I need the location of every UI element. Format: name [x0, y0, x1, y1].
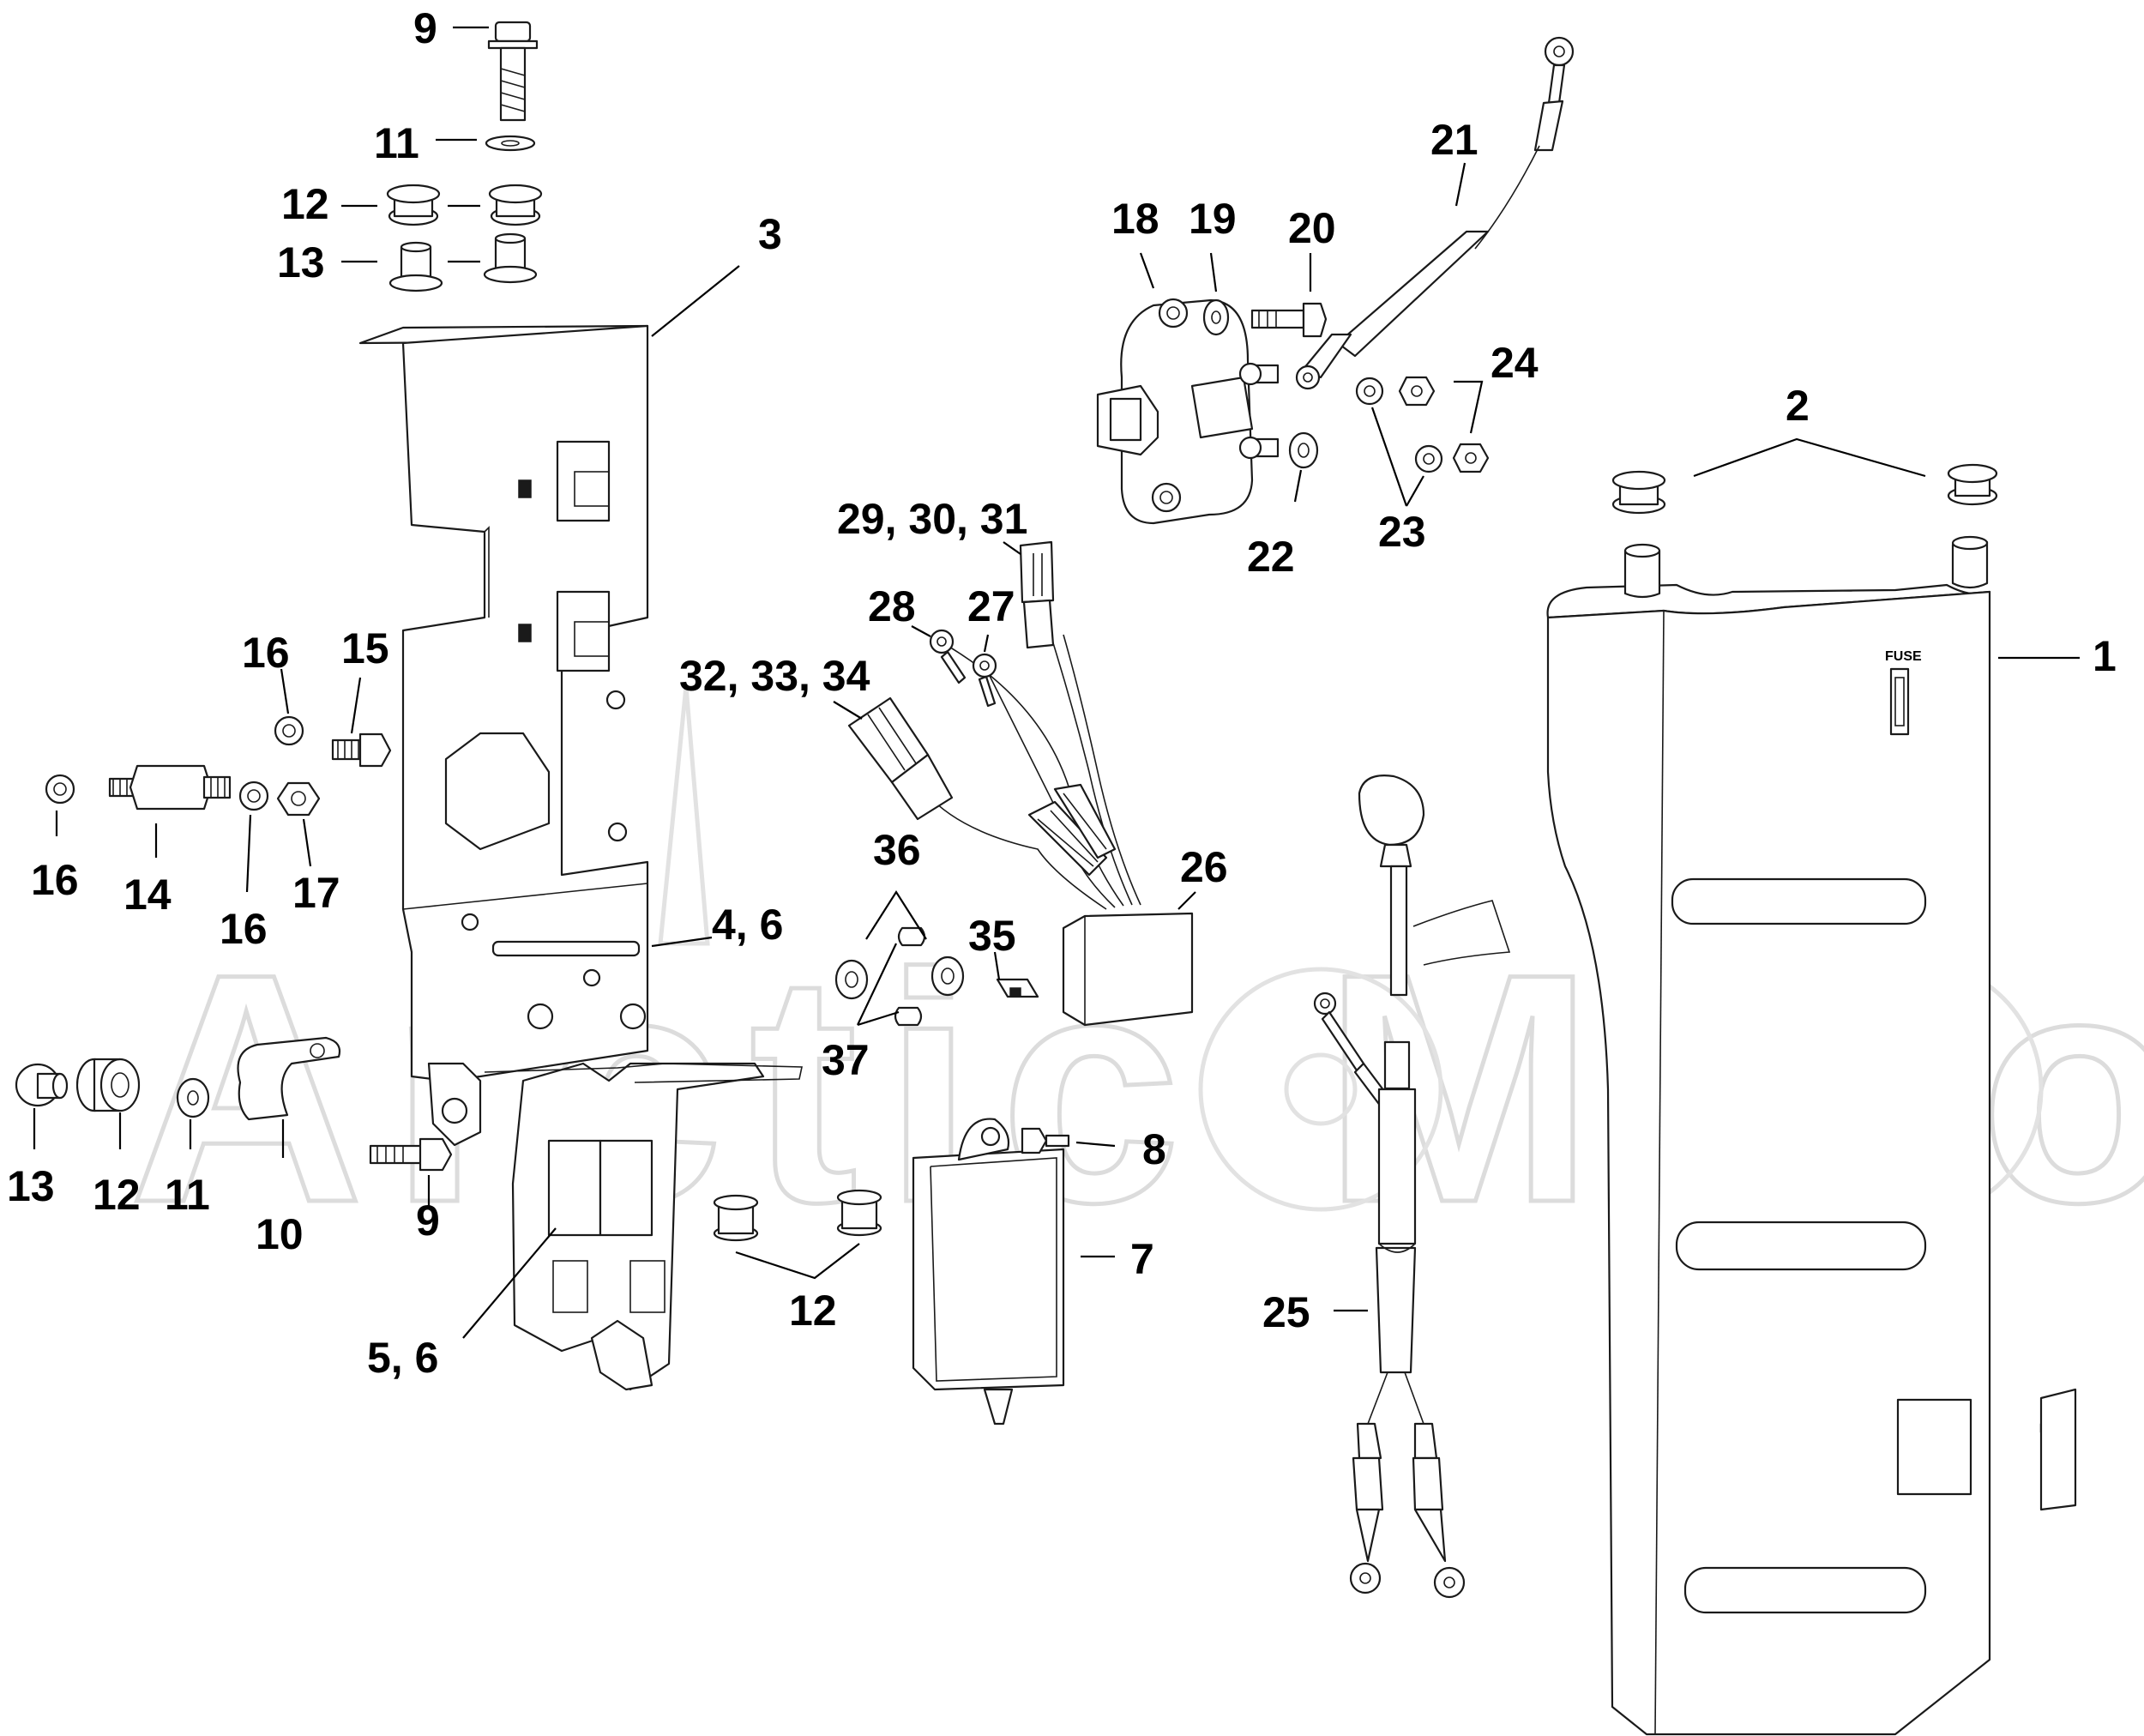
grommet-12-left — [75, 1058, 141, 1112]
callout-28: 28 — [868, 582, 916, 630]
bolt-20 — [1250, 302, 1328, 338]
grommet-2-left — [1611, 470, 1666, 515]
grommet-36-left — [834, 959, 869, 1000]
ring-terminal-27 — [972, 653, 997, 708]
callout-21: 21 — [1430, 116, 1479, 164]
callout-3: 3 — [758, 210, 782, 258]
watermark-hub-icon — [1284, 1052, 1358, 1126]
bushing-13-top-left — [388, 241, 443, 292]
callout-36: 36 — [873, 826, 921, 874]
lock-washer-16-c — [238, 781, 269, 811]
callout-27: 27 — [967, 582, 1015, 630]
cable-21 — [1295, 36, 1575, 390]
washer-11-left — [176, 1077, 210, 1118]
bolt-9-top — [487, 21, 539, 122]
electrical-box-1: FUSE — [1546, 535, 2077, 1736]
callout-29-30-31: 29, 30, 31 — [837, 495, 1027, 543]
fuse-label: FUSE — [1885, 649, 1922, 664]
callout-16-top: 16 — [242, 629, 290, 677]
lock-washer-16-a — [45, 774, 75, 805]
callout-4-6: 4, 6 — [712, 901, 783, 949]
callout-2: 2 — [1786, 382, 1810, 430]
leader-lines — [33, 26, 2080, 1339]
connector-32-34 — [847, 696, 954, 821]
callout-18: 18 — [1111, 195, 1159, 243]
callout-5-6: 5, 6 — [367, 1334, 438, 1382]
callout-15: 15 — [341, 624, 389, 672]
nut-24-b — [1452, 443, 1490, 473]
callout-1: 1 — [2093, 632, 2117, 680]
grommet-12-mid-right — [836, 1189, 882, 1237]
callout-9-left: 9 — [416, 1197, 440, 1245]
callout-35: 35 — [968, 912, 1016, 960]
callout-11-top: 11 — [374, 119, 419, 167]
grommet-12-mid-left — [713, 1194, 759, 1242]
callout-8: 8 — [1142, 1125, 1166, 1173]
lock-washer-23-a — [1355, 377, 1384, 406]
callout-13-top: 13 — [277, 238, 325, 286]
grommet-12-top-left — [386, 184, 441, 226]
callout-23: 23 — [1378, 508, 1426, 556]
clamp-10 — [237, 1036, 341, 1121]
callouts: 9 11 12 13 3 18 19 20 21 24 2 22 23 29, … — [7, 4, 2117, 1382]
cable-assembly-25 — [1313, 775, 1511, 1599]
watermark-spire-icon — [658, 685, 710, 946]
lock-washer-16-b — [274, 715, 304, 746]
plug-37-bottom — [894, 1006, 923, 1027]
mounting-bracket-3 — [358, 324, 649, 1147]
callout-22: 22 — [1247, 533, 1295, 581]
callout-12-mid: 12 — [789, 1287, 837, 1335]
callout-26: 26 — [1180, 843, 1228, 891]
callout-16-bottom: 16 — [220, 905, 268, 953]
grommet-2-right — [1947, 463, 1998, 506]
screw-8 — [1021, 1127, 1070, 1154]
wire-harness — [925, 634, 1141, 910]
callout-14: 14 — [123, 871, 172, 919]
nut-24-a — [1398, 376, 1436, 407]
callout-11-left: 11 — [165, 1171, 210, 1219]
washer-11-top — [485, 135, 536, 152]
grommet-36-right — [930, 955, 965, 997]
cover-7 — [912, 1118, 1065, 1426]
callout-32-33-34: 32, 33, 34 — [679, 652, 870, 700]
callout-10: 10 — [256, 1210, 304, 1258]
callout-9-top: 9 — [413, 4, 437, 52]
callout-12-top: 12 — [281, 180, 329, 228]
bolt-15 — [331, 732, 392, 768]
callout-13-left: 13 — [7, 1162, 55, 1210]
lock-washer-23-b — [1414, 444, 1443, 473]
grommet-12-top-right — [488, 184, 543, 226]
callout-25: 25 — [1262, 1288, 1310, 1336]
callout-16-left: 16 — [31, 856, 79, 904]
callout-17: 17 — [292, 869, 340, 917]
callout-20: 20 — [1288, 204, 1336, 252]
ring-terminal-28 — [929, 629, 967, 684]
callout-24: 24 — [1491, 339, 1539, 387]
clip-35 — [996, 978, 1039, 998]
callout-12-left: 12 — [93, 1171, 141, 1219]
bushing-13-left — [15, 1063, 69, 1107]
washer-19 — [1202, 298, 1230, 336]
plug-37-top — [897, 926, 926, 947]
callout-7: 7 — [1130, 1235, 1154, 1283]
solenoid-18 — [1096, 298, 1280, 525]
callout-37: 37 — [822, 1036, 870, 1084]
watermark-wheel-icon — [1198, 967, 1443, 1212]
relay-26 — [1062, 912, 1194, 1027]
nut-17 — [276, 781, 321, 817]
standoff-14 — [108, 764, 232, 811]
bushing-13-top-right — [483, 232, 538, 284]
washer-22 — [1288, 431, 1319, 469]
callout-19: 19 — [1189, 195, 1237, 243]
lower-bracket-5-6 — [484, 1062, 803, 1391]
bolt-9-left — [369, 1137, 453, 1172]
connector-29-31 — [1019, 540, 1055, 649]
